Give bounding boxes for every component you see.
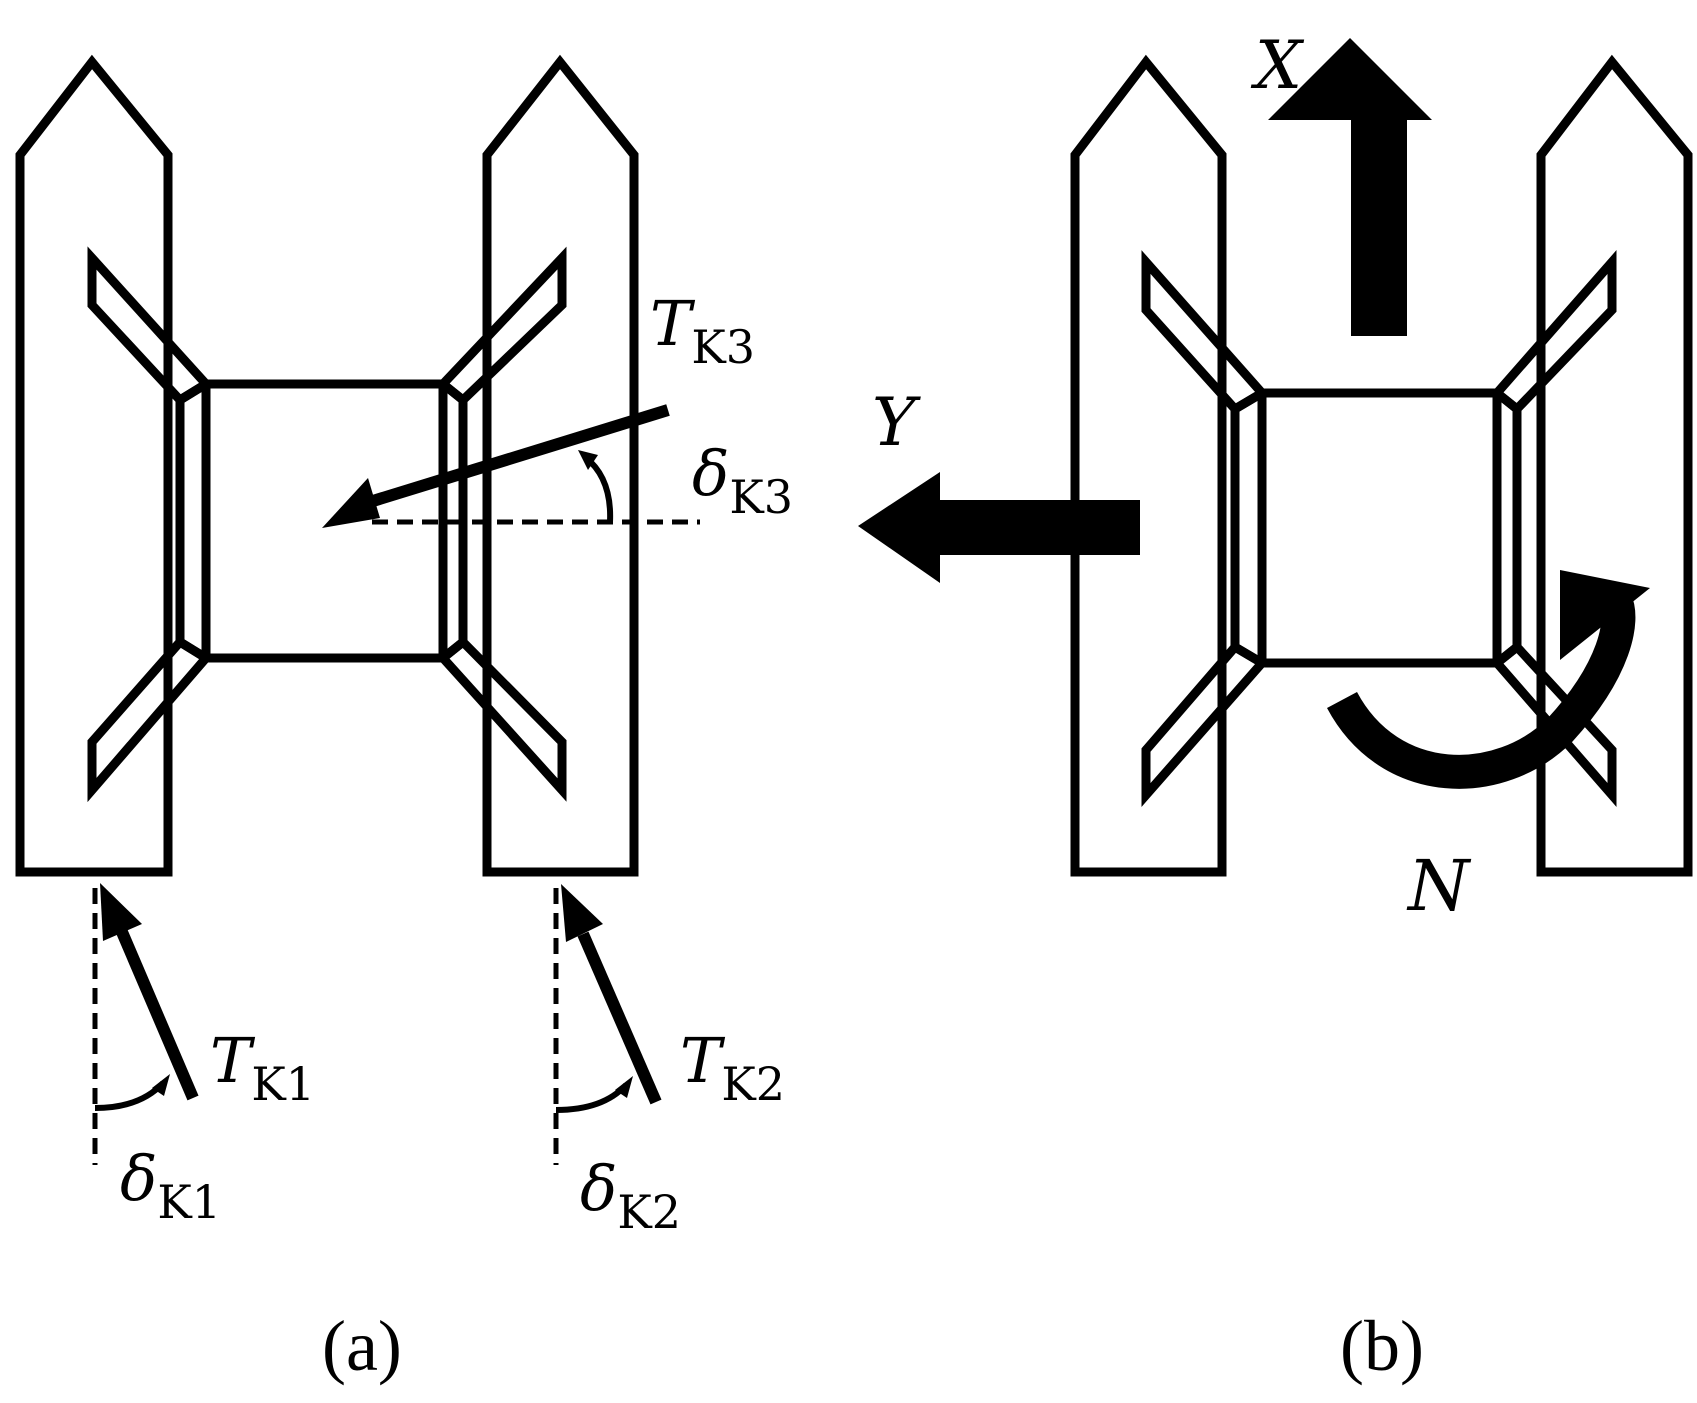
brace-top-right-b <box>1490 250 1617 416</box>
center-deck-b <box>1257 388 1502 668</box>
thruster-k2 <box>553 884 662 1165</box>
label-t-k1: TK1 <box>210 1024 315 1111</box>
label-delta-k1: δK1 <box>120 1142 221 1229</box>
label-delta-k3: δK3 <box>692 437 793 524</box>
brace-top-left-b <box>1141 250 1269 415</box>
angle-arrowhead <box>578 450 598 470</box>
caption-b: (b) <box>1340 1306 1424 1386</box>
thruster-k3 <box>322 404 700 528</box>
label-t-k3: TK3 <box>650 287 755 374</box>
brace-bottom-right <box>436 635 567 802</box>
caption-a: (a) <box>322 1306 402 1386</box>
angle-arrowhead <box>615 1076 633 1098</box>
right-hull-b <box>1536 54 1693 877</box>
brace-top-right <box>436 246 567 406</box>
panel-b <box>1070 54 1693 877</box>
right-hull <box>482 54 639 877</box>
moment-arc <box>1327 592 1636 789</box>
left-hull <box>15 54 173 877</box>
panel-a <box>15 54 639 877</box>
arrowhead <box>561 884 603 942</box>
brace-bottom-left-b <box>1141 641 1269 807</box>
x-axis-arrow <box>1268 38 1432 336</box>
label-x: X <box>1250 27 1305 104</box>
brace-top-left <box>87 246 213 406</box>
label-delta-k2: δK2 <box>580 1152 681 1239</box>
arrowhead <box>322 478 380 528</box>
label-n: N <box>1406 845 1472 927</box>
left-hull-b <box>1070 54 1227 877</box>
moment-arrowhead <box>1560 570 1650 660</box>
label-y: Y <box>872 384 921 461</box>
arrowhead <box>100 883 142 941</box>
brace-bottom-left <box>87 636 213 803</box>
label-t-k2: TK2 <box>680 1024 785 1111</box>
angle-arrowhead <box>152 1074 170 1096</box>
thruster-k1 <box>92 883 199 1165</box>
y-axis-arrow <box>858 472 1140 583</box>
brace-bottom-right-b <box>1490 640 1617 808</box>
